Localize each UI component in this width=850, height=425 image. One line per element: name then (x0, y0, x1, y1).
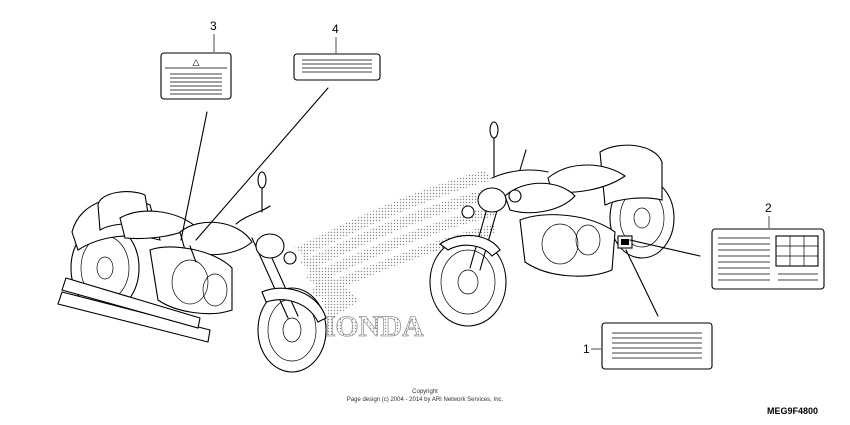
label-1-pointer-line (625, 249, 659, 317)
warning-triangle-icon: △ (193, 58, 200, 68)
label-1-sticker (601, 322, 713, 370)
callout-3: 3 (210, 19, 217, 33)
copyright-line-2: Page design (c) 2004 - 2014 by ARI Netwo… (347, 397, 504, 403)
label-3-warning-sticker: △ (160, 52, 232, 100)
label-3-pointer-line (180, 111, 208, 241)
motorcycle-left (57, 171, 327, 373)
watermark-text: HONDA (312, 310, 424, 343)
label-4-sticker (293, 53, 381, 81)
callout-1: 1 (583, 342, 590, 356)
label-2-sticker (711, 228, 825, 290)
callout-2: 2 (765, 201, 772, 215)
callout-4: 4 (332, 22, 339, 36)
honda-wing-watermark (295, 170, 496, 320)
label-2-pointer-line (629, 239, 701, 257)
motorcycle-right (429, 121, 675, 327)
copyright-line-1: Copyright (412, 389, 438, 395)
label-4-pointer-line (195, 87, 329, 241)
diagram-code: MEG9F4800 (767, 406, 818, 416)
